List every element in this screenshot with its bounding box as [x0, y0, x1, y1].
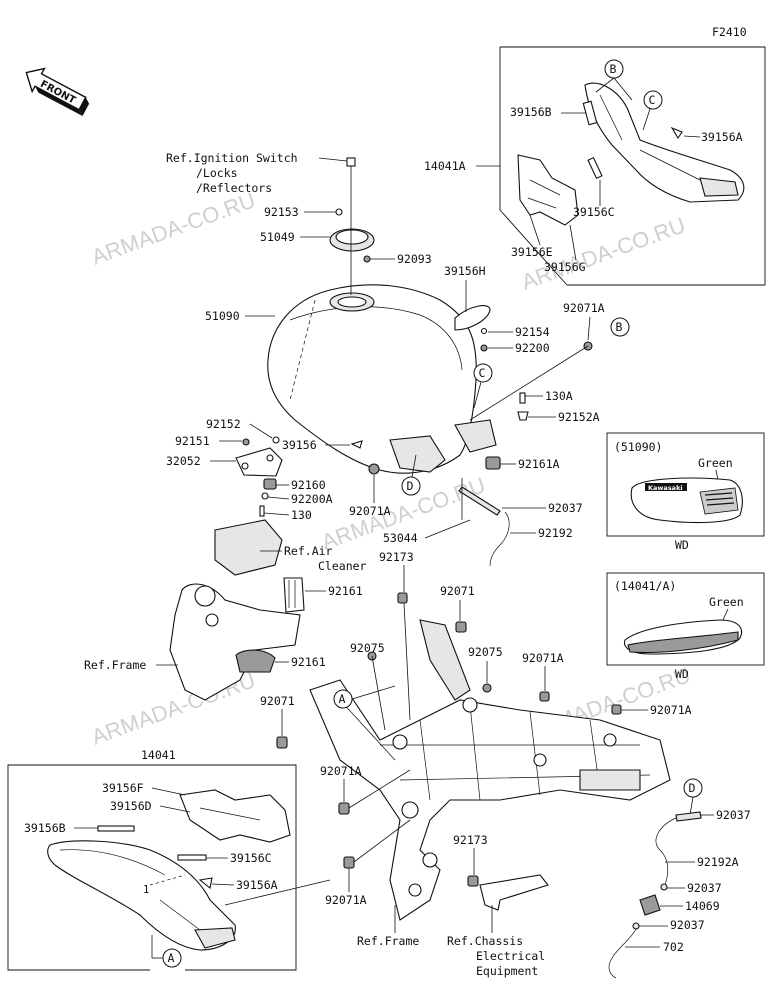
detail-box2-code: WD: [675, 667, 689, 681]
label-92192: 92192: [538, 526, 573, 540]
callout-b-tank: [610, 317, 630, 337]
callout-a-label: A: [339, 692, 346, 706]
label-14041: 14041: [141, 748, 176, 762]
label-92071-2: 92071: [260, 694, 295, 708]
side-cover-mark: 1: [143, 884, 149, 896]
label-ref-ignition-1: Ref.Ignition Switch: [166, 151, 298, 165]
label-39156C-top: 39156C: [573, 205, 615, 219]
callout-c-label: C: [649, 93, 656, 107]
label-92161A: 92161A: [518, 457, 560, 471]
detail-box2-color: Green: [709, 595, 744, 609]
label-39156F: 39156F: [102, 781, 144, 795]
label-14069: 14069: [685, 899, 720, 913]
callout-c-tank: [473, 363, 493, 383]
label-39156G: 39156G: [544, 260, 586, 274]
detail-box2-title: (14041/A): [614, 579, 676, 593]
diagram-id: F2410: [712, 25, 747, 39]
left-frame: [169, 519, 305, 701]
callout-b-tank-label: B: [616, 320, 623, 334]
bracket-32052: [235, 436, 283, 517]
label-130A: 130A: [545, 389, 573, 403]
label-39156H: 39156H: [444, 264, 486, 278]
callout-a-bottom-label: A: [168, 951, 175, 965]
label-92037-3: 92037: [687, 881, 722, 895]
callout-d: [401, 476, 421, 496]
label-39156B-top: 39156B: [510, 105, 552, 119]
label-92037-1: 92037: [548, 501, 583, 515]
label-702: 702: [663, 940, 684, 954]
label-ref-chassis-3: Equipment: [476, 964, 538, 978]
label-39156D: 39156D: [110, 799, 152, 813]
label-39156B-bot: 39156B: [24, 821, 66, 835]
fuel-tank: [267, 284, 497, 474]
label-92152A: 92152A: [558, 410, 600, 424]
label-ref-air-2: Cleaner: [318, 559, 367, 573]
label-92200: 92200: [515, 341, 550, 355]
label-ref-chassis-2: Electrical: [476, 949, 545, 963]
label-92173-2: 92173: [453, 833, 488, 847]
label-32052: 32052: [166, 454, 201, 468]
label-51090: 51090: [205, 309, 240, 323]
pad-39156H: [454, 305, 491, 331]
fuel-cap: [329, 157, 375, 263]
label-53044: 53044: [383, 531, 418, 545]
label-92071A-5: 92071A: [320, 764, 362, 778]
label-39156C-bot: 39156C: [230, 851, 272, 865]
label-92071A-2: 92071A: [349, 504, 391, 518]
watermark: ARMADA-CO.RU: [88, 187, 259, 269]
detail-box1-color: Green: [698, 456, 733, 470]
chassis-bracket: [467, 874, 549, 911]
label-ref-frame-2: Ref.Frame: [357, 934, 419, 948]
label-ref-frame-1: Ref.Frame: [84, 658, 146, 672]
label-92075-2: 92075: [468, 645, 503, 659]
callout-c-tank-label: C: [479, 366, 486, 380]
detail-box1-title: (51090): [614, 440, 662, 454]
front-arrow-icon: FRONT: [25, 67, 90, 117]
label-39156A-top: 39156A: [701, 130, 743, 144]
label-92153: 92153: [264, 205, 299, 219]
detail-box-51090: (51090) Green Kawasaki WD: [606, 432, 765, 552]
callout-d-label: D: [407, 479, 414, 493]
label-39156E: 39156E: [511, 245, 553, 259]
main-frame: [309, 619, 671, 921]
label-ref-ignition-3: /Reflectors: [196, 181, 272, 195]
label-92071A-6: 92071A: [325, 893, 367, 907]
label-92075-1: 92075: [350, 641, 385, 655]
tank-decal-brand: Kawasaki: [648, 484, 683, 492]
label-92200A: 92200A: [291, 492, 333, 506]
label-92037-2: 92037: [716, 808, 751, 822]
label-ref-ignition-2: /Locks: [196, 166, 238, 180]
label-92071A-3: 92071A: [522, 651, 564, 665]
label-92192A: 92192A: [697, 855, 739, 869]
tank-decal: [645, 483, 687, 491]
callout-d-hose-label: D: [689, 781, 696, 795]
label-39156A-bot: 39156A: [236, 878, 278, 892]
label-92154: 92154: [515, 325, 550, 339]
callout-b-label: B: [610, 62, 617, 76]
label-92071A-4: 92071A: [650, 703, 692, 717]
detail-box1-code: WD: [675, 538, 689, 552]
detail-box-14041A: (14041/A) Green WD: [606, 572, 765, 681]
label-51049: 51049: [260, 230, 295, 244]
label-92151: 92151: [175, 434, 210, 448]
label-92173-1: 92173: [379, 550, 414, 564]
label-ref-air-1: Ref.Air: [284, 544, 333, 558]
label-92037-4: 92037: [670, 918, 705, 932]
label-14041A: 14041A: [424, 159, 466, 173]
label-92152: 92152: [206, 417, 241, 431]
label-ref-chassis-1: Ref.Chassis: [447, 934, 523, 948]
label-92093: 92093: [397, 252, 432, 266]
label-130: 130: [291, 508, 312, 522]
label-92071-1: 92071: [440, 584, 475, 598]
label-92161-2: 92161: [291, 655, 326, 669]
seat-cover-box: [499, 46, 766, 286]
label-39156: 39156: [282, 438, 317, 452]
callout-c: [643, 90, 663, 110]
label-92160: 92160: [291, 478, 326, 492]
label-92071A-1: 92071A: [563, 301, 605, 315]
label-92161-1: 92161: [328, 584, 363, 598]
side-cover-box: 1: [7, 764, 297, 971]
